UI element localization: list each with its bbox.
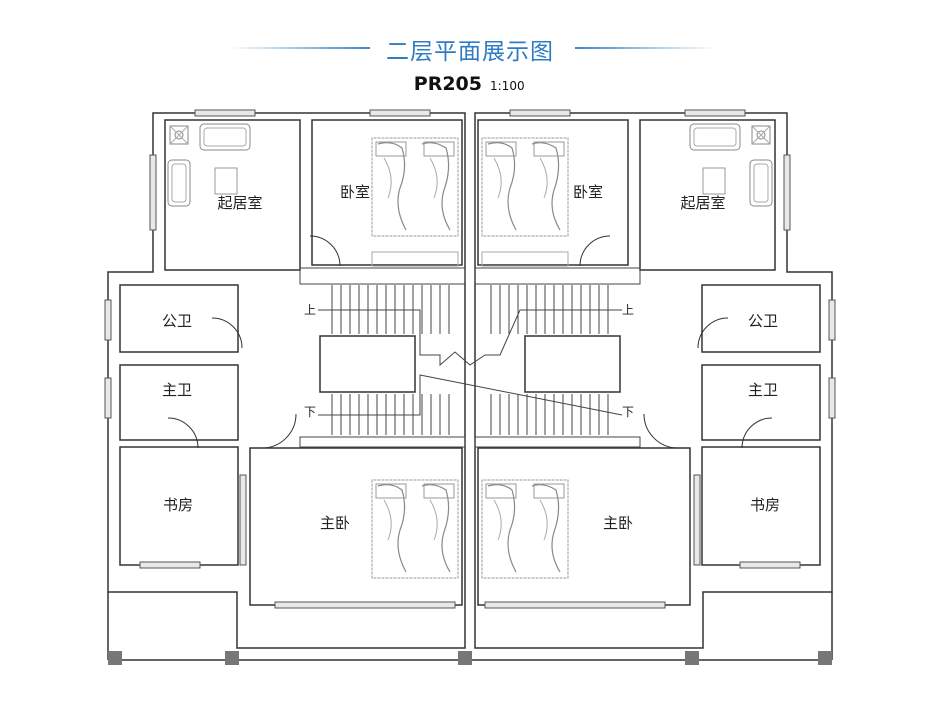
furniture bbox=[167, 123, 773, 579]
label-master-bath-right: 主卫 bbox=[748, 381, 778, 399]
title-rule-left bbox=[230, 47, 370, 49]
stair-up-left: 上 bbox=[304, 303, 316, 317]
stairs bbox=[299, 267, 641, 448]
label-bedroom-right: 卧室 bbox=[573, 183, 603, 201]
coffee-table-left bbox=[214, 167, 238, 195]
plan-header: 二层平面展示图 PR205 1:100 bbox=[0, 0, 940, 100]
stair-up-right: 上 bbox=[622, 303, 634, 317]
stair-down-right: 下 bbox=[622, 405, 634, 419]
label-public-bath-left: 公卫 bbox=[162, 312, 192, 330]
wardrobe-left bbox=[371, 251, 459, 267]
label-master-bath-left: 主卫 bbox=[162, 381, 192, 399]
label-living-right: 起居室 bbox=[680, 194, 725, 212]
label-bedroom-left: 卧室 bbox=[340, 183, 370, 201]
doors bbox=[167, 235, 773, 449]
label-master-bed-right: 主卧 bbox=[603, 514, 633, 532]
label-master-bed-left: 主卧 bbox=[320, 514, 350, 532]
label-public-bath-right: 公卫 bbox=[748, 312, 778, 330]
stair-down-left: 下 bbox=[304, 405, 316, 419]
windows bbox=[104, 109, 836, 609]
label-living-left: 起居室 bbox=[217, 194, 262, 212]
label-study-left: 书房 bbox=[163, 496, 193, 514]
label-study-right: 书房 bbox=[750, 496, 780, 514]
page-title: 二层平面展示图 bbox=[386, 39, 554, 65]
room-labels: 起居室 卧室 卧室 起居室 公卫 公卫 主卫 主卫 书房 书房 主卧 主卧 上 … bbox=[162, 183, 780, 532]
coffee-table-right bbox=[702, 167, 726, 195]
plan-code: PR205 bbox=[413, 73, 482, 95]
columns bbox=[108, 651, 832, 665]
plan-scale: 1:100 bbox=[490, 79, 525, 93]
wardrobe-right bbox=[481, 251, 569, 267]
title-rule-right bbox=[575, 47, 715, 49]
